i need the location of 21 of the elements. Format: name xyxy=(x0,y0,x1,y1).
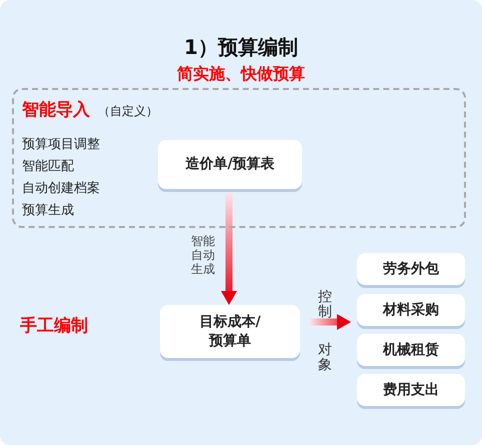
dashed-group-frame xyxy=(12,88,466,228)
process-box: 机械租赁 xyxy=(357,334,465,366)
process-box: 目标成本/预算单 xyxy=(160,305,300,358)
process-box: 劳务外包 xyxy=(357,253,465,285)
diagram-title: 1）预算编制 xyxy=(183,34,299,61)
group-note: （自定义） xyxy=(98,103,158,120)
feature-item: 预算生成 xyxy=(22,202,74,220)
section-heading: 手工编制 xyxy=(20,315,88,338)
feature-item: 自动创建档案 xyxy=(22,180,100,198)
group-heading: 智能导入 xyxy=(22,99,90,122)
arrow-note: 对象 xyxy=(318,343,332,374)
feature-item: 智能匹配 xyxy=(22,158,74,176)
subtitle: 简实施、快做预算 xyxy=(176,63,306,85)
process-box: 材料采购 xyxy=(357,294,465,326)
process-box: 费用支出 xyxy=(357,374,465,406)
arrow xyxy=(221,193,237,305)
process-box: 造价单/预算表 xyxy=(158,140,302,189)
feature-item: 预算项目调整 xyxy=(22,136,100,154)
arrow-note: 控制 xyxy=(318,290,332,321)
edge-label: 智能自动生成 xyxy=(191,235,215,276)
arrow xyxy=(310,314,351,330)
